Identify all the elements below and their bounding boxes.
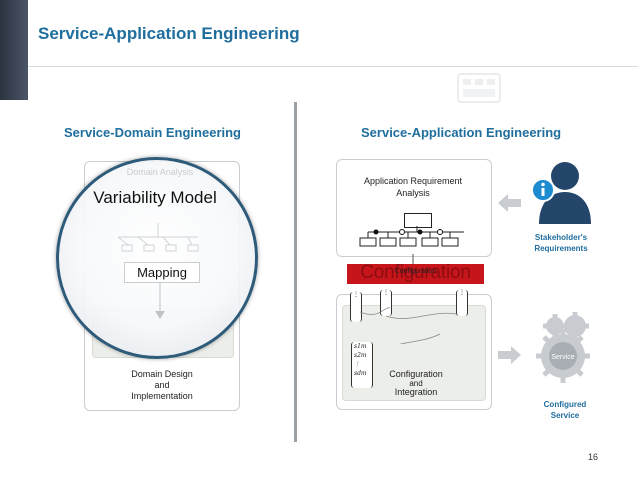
domain-design-label-line1: Domain Design xyxy=(131,369,193,379)
service-domain-heading: Service-Domain Engineering xyxy=(64,125,241,140)
matrix-vector-3: ⋮ xyxy=(456,290,468,316)
service-matrix-row: s1m xyxy=(354,343,367,350)
requirement-label-line1: Application Requirement xyxy=(363,176,463,186)
domain-design-label: Domain Design and Implementation xyxy=(86,369,238,402)
right-arrow-icon xyxy=(498,346,521,364)
slide-title: Service-Application Engineering xyxy=(38,24,300,43)
faded-domain-analysis-label: Domain Analysis xyxy=(126,167,194,177)
title-divider xyxy=(28,66,638,67)
variability-model-label: Variability Model xyxy=(93,188,217,207)
service-matrix-row: sdm xyxy=(354,370,367,377)
configured-label-line2: Service xyxy=(550,411,580,420)
service-matrix-row: ⋮ xyxy=(354,361,360,368)
stakeholder-label-line1: Stakeholder's xyxy=(534,233,588,242)
configured-label-line1: Configured xyxy=(543,400,587,409)
left-arrow-icon xyxy=(498,194,521,212)
domain-design-label-line2: and xyxy=(154,380,170,390)
center-divider xyxy=(294,102,297,442)
service-gear-label: Service xyxy=(551,354,574,361)
config-label-line2: and xyxy=(409,379,423,388)
config-label-line3: Integration xyxy=(394,387,438,397)
faded-thumbnail-graphic xyxy=(457,73,501,103)
feature-tree-diagram xyxy=(359,226,464,247)
magnifier-circle xyxy=(56,157,258,359)
requirement-label-line2: Analysis xyxy=(396,188,430,198)
corner-decoration xyxy=(0,0,28,100)
config-label-line1: Configuration xyxy=(389,369,443,379)
page-number: 16 xyxy=(588,452,599,462)
service-matrix-row: s2m xyxy=(354,352,367,359)
stakeholder-label-line2: Requirements xyxy=(534,244,588,253)
down-arrow-icon xyxy=(155,283,165,319)
configuration-small-label: Configuration xyxy=(394,268,437,275)
configuration-flow-lines xyxy=(360,307,457,344)
domain-design-label-line3: Implementation xyxy=(131,391,193,401)
feature-root-box xyxy=(404,213,432,228)
mapping-box: Mapping xyxy=(124,262,200,283)
matrix-vector-2: ⋮ xyxy=(380,290,392,316)
requirement-analysis-label: Application Requirement Analysis xyxy=(336,175,490,199)
configuration-integration-label: Configuration and Integration xyxy=(376,370,456,397)
faded-feature-tree xyxy=(117,223,199,252)
stakeholder-requirements-label: Stakeholder's Requirements xyxy=(526,232,596,254)
configured-service-label: Configured Service xyxy=(530,399,600,421)
service-application-heading: Service-Application Engineering xyxy=(361,125,562,140)
configuration-banner xyxy=(347,264,484,284)
matrix-vector-1: ⋮ xyxy=(350,292,362,322)
stakeholder-person-icon xyxy=(531,162,591,224)
service-matrix: s1m s2m ⋮ sdm xyxy=(351,342,373,388)
configuration-banner-label: Configuration xyxy=(360,262,471,283)
service-gears-icon: Service xyxy=(536,312,590,383)
